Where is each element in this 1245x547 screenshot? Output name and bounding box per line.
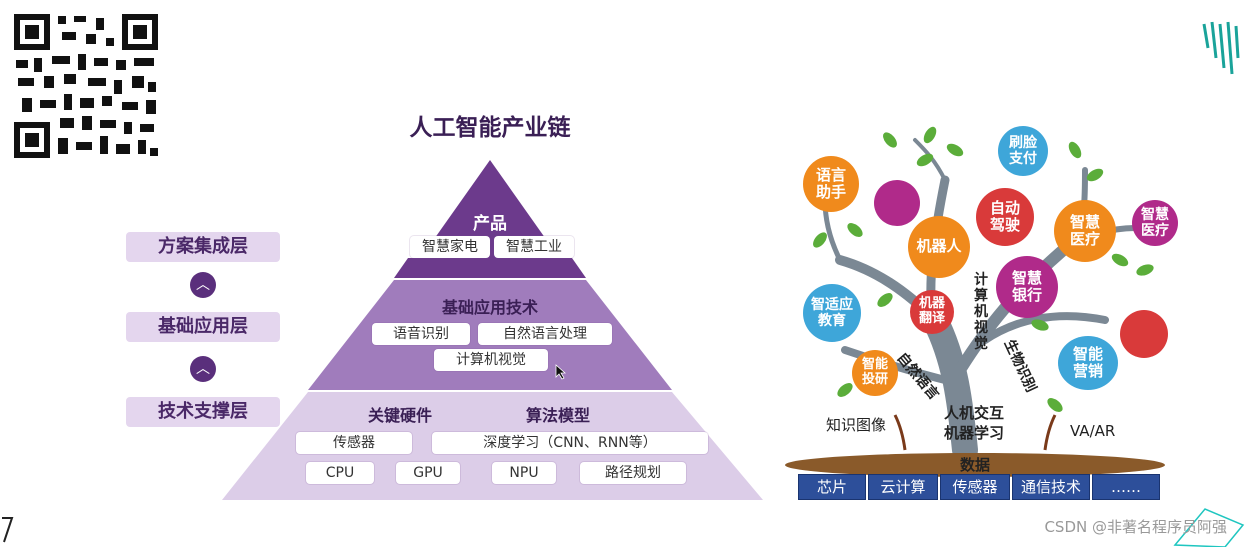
box-computer-vision: 计算机视觉 [434,349,548,371]
circle-smart-marketing: 智能 营销 [1058,336,1118,390]
tree-label-data: 数据 [960,456,991,474]
box-npu: NPU [492,462,556,484]
corner-shape-icon [1173,508,1245,547]
chevron-up-icon: ︿ [190,272,216,298]
trunk-label-computer-vision: 计算机视觉 [974,272,988,352]
chevron-up-icon: ︿ [190,356,216,382]
ground-more: …… [1092,474,1160,500]
ground-chip: 芯片 [798,474,866,500]
circle-machine-translation: 机器 翻译 [910,290,954,334]
circle-autonomous-driving: 自动 驾驶 [976,188,1034,246]
circle-smart-banking: 智慧 银行 [996,256,1058,318]
circle-language-assistant: 语言 助手 [803,156,859,212]
ground-cloud: 云计算 [868,474,938,500]
tree-label-knowledge-graph: 知识图像 [826,416,887,434]
circle-smart-healthcare-magenta: 智慧 医疗 [1132,200,1178,246]
brand-logo-icon [1202,21,1240,75]
soil-mound [785,453,1165,477]
box-path-planning: 路径规划 [580,462,686,484]
box-smart-industry: 智慧工业 [494,236,574,258]
tier-bottom-label-hardware: 关键硬件 [367,406,432,425]
pyramid-top-band [394,258,586,278]
circle-face-payment: 刷脸 支付 [998,126,1048,176]
mouse-cursor-icon [555,364,567,380]
circle-robot: 机器人 [908,216,970,278]
circle-blank-red [1120,310,1168,358]
box-deep-learning: 深度学习（CNN、RNN等） [432,432,708,454]
layer-basic-application: 基础应用层 [126,312,280,342]
ground-sensor: 传感器 [940,474,1010,500]
layer-technical-support: 技术支撑层 [126,397,280,427]
box-nlp: 自然语言处理 [478,323,612,345]
layer-solution-integration: 方案集成层 [126,232,280,262]
box-smart-appliance: 智慧家电 [410,236,490,258]
circle-adaptive-education: 智适应 教育 [803,284,861,342]
tier-bottom-label-algorithm: 算法模型 [525,406,590,425]
box-sensor: 传感器 [296,432,412,454]
page-title: 人工智能产业链 [409,115,571,141]
circle-blank-magenta [874,180,920,226]
box-speech-recognition: 语音识别 [372,323,470,345]
tree-label-vaar: VA/AR [1070,422,1116,440]
tree-center-ml: 机器学习 [944,424,1005,442]
circle-smart-healthcare-orange: 智慧 医疗 [1054,200,1116,262]
ground-communication: 通信技术 [1012,474,1090,500]
tier-top-label: 产品 [473,214,507,234]
tier-middle-label: 基础应用技术 [441,298,538,317]
box-cpu: CPU [306,462,374,484]
circle-smart-research: 智能 投研 [852,350,898,396]
qr-code-image [8,8,164,164]
box-gpu: GPU [396,462,460,484]
corner-decoration-icon [2,517,14,543]
tree-center-hci: 人机交互 [944,404,1005,422]
watermark-text: CSDN @非著名程序员阿强 [1044,518,1227,536]
